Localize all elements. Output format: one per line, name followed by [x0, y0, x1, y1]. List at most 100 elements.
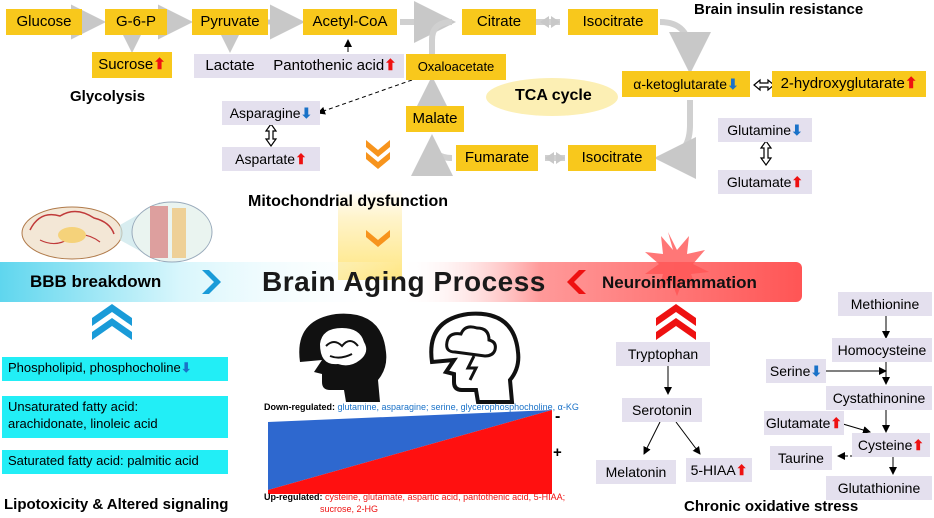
- node-label: Acetyl-CoA: [312, 13, 388, 30]
- glycolysis-label: Glycolysis: [70, 88, 146, 105]
- node-label: Homocysteine: [837, 342, 927, 358]
- box-label: Unsaturated fatty acid:: [8, 399, 139, 414]
- node-label: Pantothenic acid: [273, 57, 385, 74]
- cysteine-node: Cysteine⬆: [852, 433, 930, 457]
- node-label: Asparagine: [229, 105, 301, 121]
- tca-cycle-label: TCA cycle: [515, 87, 592, 104]
- saturated-fatty-acid-box: Saturated fatty acid: palmitic acid: [2, 450, 228, 474]
- node-label: Aspartate: [235, 151, 296, 167]
- glutathione-node: Glutathionine: [826, 476, 932, 500]
- up-arrow-icon: ⬆: [904, 75, 918, 92]
- up-arrow-icon: ⬆: [295, 151, 307, 167]
- 2hg-node: 2-hydroxyglutarate⬆: [772, 71, 926, 97]
- insulin-resistance-title: Brain insulin resistance: [694, 1, 864, 18]
- node-label: Malate: [412, 110, 458, 127]
- up-arrow-icon: ⬆: [791, 174, 804, 190]
- down-regulated-list: glutamine, asparagine; serine, glyceroph…: [335, 402, 579, 412]
- node-label: Fumarate: [464, 149, 530, 166]
- minus-sign: -: [555, 408, 561, 425]
- inflammation-burst-icon: [645, 232, 709, 296]
- up-arrow-icon: ⬆: [153, 56, 166, 73]
- up-arrow-icon: ⬆: [912, 437, 925, 453]
- node-label: Isocitrate: [582, 13, 644, 30]
- chevron-up-icon: [656, 304, 696, 340]
- node-label: G-6-P: [115, 13, 156, 30]
- isocitrate-bottom-node: Isocitrate: [568, 145, 656, 171]
- homocysteine-node: Homocysteine: [832, 338, 932, 362]
- node-label: Lactate: [205, 57, 255, 74]
- taurine-node: Taurine: [770, 446, 832, 470]
- double-arrow-icon: [264, 78, 775, 167]
- 5-hiaa-node: 5-HIAA⬆: [686, 458, 752, 482]
- plus-sign: +: [553, 444, 562, 461]
- node-label: Melatonin: [605, 464, 667, 480]
- node-label: Cystathinonine: [832, 390, 926, 406]
- tca-cycle-arrows: [400, 1, 711, 179]
- cystathionine-node: Cystathinonine: [826, 386, 932, 410]
- up-regulated-text: Up-regulated: cysteine, glutamate, aspar…: [264, 492, 565, 502]
- oxaloacetate-node: Oxaloacetate: [406, 54, 506, 80]
- chevron-left-icon: [567, 270, 586, 294]
- pantothenic-acid-node: Pantothenic acid⬆: [266, 54, 404, 78]
- akg-node: α-ketoglutarate⬇: [622, 71, 750, 97]
- aspartate-node: Aspartate⬆: [222, 147, 320, 171]
- node-label: Serotonin: [632, 402, 692, 418]
- node-label: Oxaloacetate: [417, 59, 495, 74]
- box-label: Saturated fatty acid: palmitic acid: [8, 453, 199, 468]
- down-arrow-icon: ⬇: [810, 363, 823, 379]
- fumarate-node: Fumarate: [456, 145, 538, 171]
- pyruvate-node: Pyruvate: [192, 9, 268, 35]
- mitochondrial-dysfunction-title: Mitochondrial dysfunction: [248, 193, 448, 210]
- box-label: Phospholipid, phosphocholine: [8, 360, 181, 375]
- node-label: 2-hydroxyglutarate: [780, 75, 905, 92]
- neuroinflammation-title: Neuroinflammation: [602, 273, 757, 292]
- glutamate-met-node: Glutamate⬆: [764, 411, 844, 435]
- node-label: Sucrose: [98, 56, 154, 73]
- bbb-breakdown-title: BBB breakdown: [30, 272, 162, 291]
- node-label: α-ketoglutarate: [633, 76, 727, 92]
- tryptophan-node: Tryptophan: [616, 342, 710, 366]
- citrate-node: Citrate: [462, 9, 536, 35]
- down-arrow-icon: ⬇: [180, 360, 192, 375]
- up-regulated-list-2: sucrose, 2-HG: [320, 504, 379, 514]
- up-regulated-triangle: [268, 410, 552, 494]
- node-label: Pyruvate: [200, 13, 260, 30]
- node-label: 5-HIAA: [690, 462, 736, 478]
- down-arrow-icon: ⬇: [726, 76, 739, 92]
- chevron-down-icon: [366, 140, 390, 247]
- head-storm-icon: [429, 311, 521, 404]
- oxaloacetate-asparagine-link: [317, 79, 413, 115]
- node-label: Glucose: [16, 13, 72, 30]
- glycolysis-arrows: [71, 4, 305, 53]
- acetyl-coa-node: Acetyl-CoA: [303, 9, 397, 35]
- glutamate-tca-node: Glutamate⬆: [718, 170, 812, 194]
- g6p-node: G-6-P: [105, 9, 167, 35]
- down-arrow-icon: ⬇: [791, 122, 803, 138]
- malate-node: Malate: [406, 106, 464, 132]
- brain-aging-title: Brain Aging Process: [262, 266, 546, 297]
- up-regulated-list: cysteine, glutamate, aspartic acid, pant…: [322, 492, 566, 502]
- node-label: Glutathionine: [837, 480, 921, 496]
- melatonin-node: Melatonin: [596, 460, 676, 484]
- box-label: arachidonate, linoleic acid: [8, 416, 158, 431]
- node-label: Citrate: [476, 13, 522, 30]
- node-label: Taurine: [778, 450, 824, 466]
- lactate-node: Lactate: [194, 54, 266, 78]
- node-label: Isocitrate: [581, 149, 643, 166]
- tca-label-ellipse: [486, 78, 618, 116]
- glutamine-node: Glutamine⬇: [718, 118, 812, 142]
- phospholipid-box: Phospholipid, phosphocholine⬇: [2, 357, 228, 381]
- node-label: Glutamine: [727, 122, 792, 138]
- bbb-band: [0, 262, 400, 302]
- up-regulated-prefix: Up-regulated:: [264, 492, 323, 502]
- up-arrow-icon: ⬆: [384, 57, 397, 74]
- lipotoxicity-title: Lipotoxicity & Altered signaling: [4, 496, 229, 513]
- node-label: Glutamate: [765, 415, 831, 431]
- up-arrow-icon: ⬆: [830, 415, 843, 431]
- down-regulated-prefix: Down-regulated:: [264, 402, 335, 412]
- methionine-node: Methionine: [838, 292, 932, 316]
- down-arrow-icon: ⬇: [300, 105, 313, 121]
- node-label: Methionine: [850, 296, 920, 312]
- head-brain-icon: [299, 313, 387, 402]
- up-arrow-icon: ⬆: [735, 462, 748, 478]
